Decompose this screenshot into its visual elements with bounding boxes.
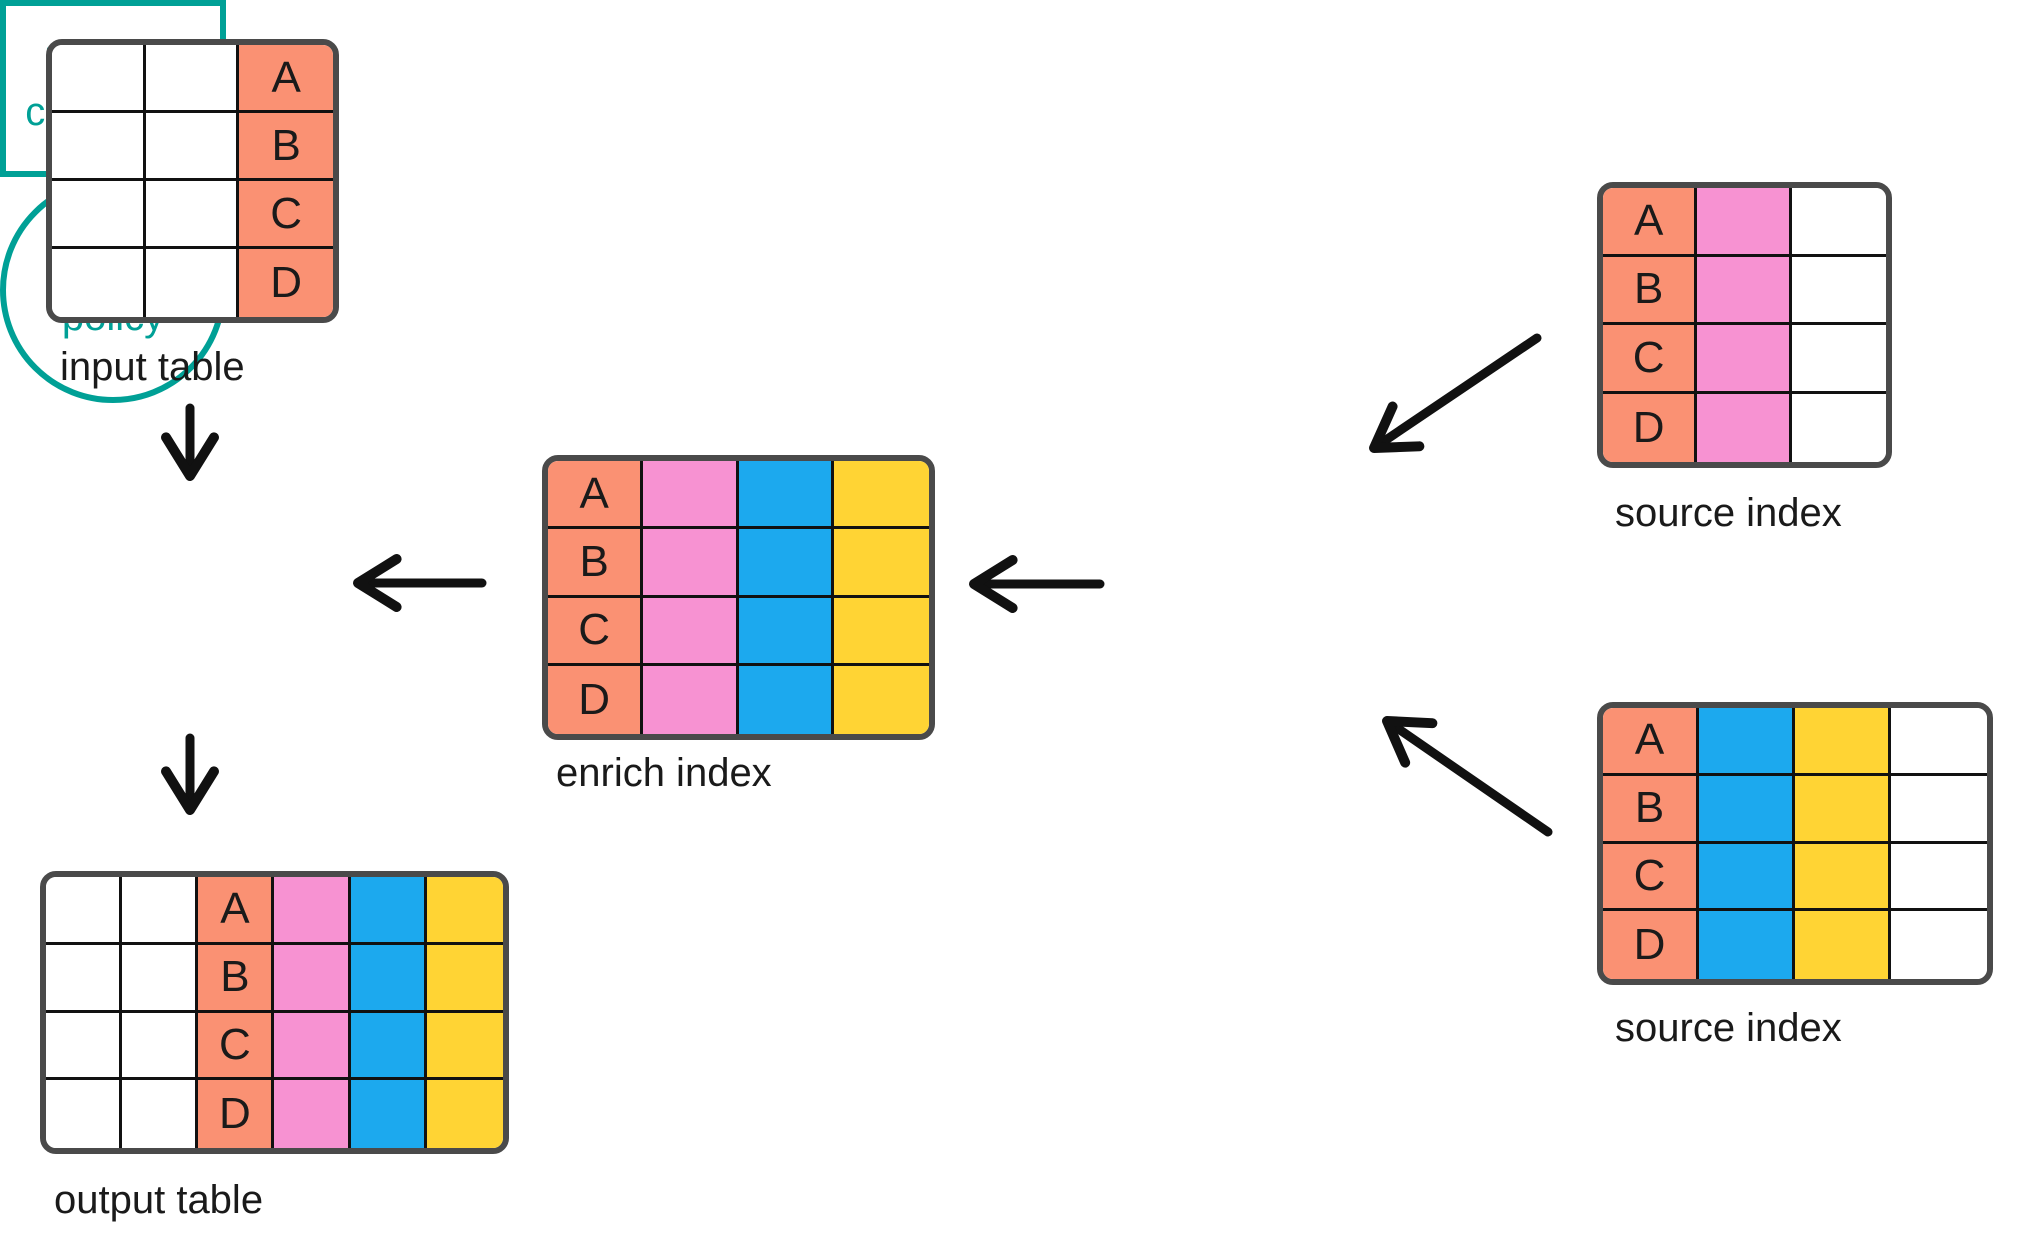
table-cell [46, 1080, 123, 1148]
table-cell: C [239, 181, 333, 249]
table-cell: B [1603, 775, 1699, 844]
table-cell: A [1603, 708, 1699, 776]
table-cell [833, 529, 929, 598]
table-cell: D [198, 1080, 275, 1148]
table-cell [46, 1012, 123, 1081]
source-index-top-label: source index [1615, 491, 1842, 535]
table-cell [1699, 911, 1795, 979]
arrow-source-top-to-policy [1369, 333, 1542, 453]
table-cell [1697, 393, 1792, 462]
table-cell: C [548, 597, 644, 666]
table-cell [274, 877, 351, 945]
table-cell: A [239, 45, 333, 113]
table-cell [145, 45, 240, 113]
table-cell [1697, 325, 1792, 394]
table-cell [52, 181, 146, 249]
table-cell: C [1603, 843, 1699, 912]
table-cell [52, 45, 146, 113]
table-cell [426, 877, 503, 945]
table-cell [1795, 911, 1891, 979]
table-cell: B [198, 944, 275, 1013]
table-cell [1891, 775, 1987, 844]
table-cell [738, 529, 834, 598]
table-cell [1791, 256, 1886, 325]
table-cell [145, 249, 240, 317]
source-index-bottom-label: source index [1615, 1006, 1842, 1050]
table-cell: C [198, 1012, 275, 1081]
table-cell: A [548, 461, 644, 530]
table-cell [643, 597, 739, 666]
table-cell: D [1603, 393, 1698, 462]
table-cell [46, 944, 123, 1013]
table-cell [738, 665, 834, 734]
table-cell [1795, 708, 1891, 776]
enrich-index-label: enrich index [556, 751, 772, 795]
output-table-label: output table [54, 1178, 264, 1222]
table-cell: B [1603, 256, 1698, 325]
table-cell [52, 113, 146, 181]
table-cell [274, 1012, 351, 1081]
table-cell: A [1603, 188, 1698, 257]
table-cell [122, 944, 199, 1013]
arrow-source-bottom-to-policy [1382, 716, 1553, 837]
table-cell [1791, 393, 1886, 462]
table-cell [643, 529, 739, 598]
table-cell [738, 461, 834, 530]
table-cell [738, 597, 834, 666]
table-cell [1891, 843, 1987, 912]
table-cell: A [198, 877, 275, 945]
table-cell: C [1603, 325, 1698, 394]
table-cell [1795, 775, 1891, 844]
table-cell [122, 1012, 199, 1081]
table-cell [122, 877, 199, 945]
table-cell [1697, 256, 1792, 325]
table-cell: D [548, 665, 644, 734]
table-cell [1699, 708, 1795, 776]
table-cell [833, 597, 929, 666]
table-cell [1791, 188, 1886, 257]
table-cell [274, 1080, 351, 1148]
table-cell [46, 877, 123, 945]
table-cell [1699, 775, 1795, 844]
table-cell [1697, 188, 1792, 257]
table-cell [643, 461, 739, 530]
table-cell [426, 1080, 503, 1148]
table-cell [426, 1012, 503, 1081]
table-cell [643, 665, 739, 734]
table-cell [350, 944, 427, 1013]
table-cell [833, 461, 929, 530]
table-cell [145, 113, 240, 181]
table-cell [833, 665, 929, 734]
table-cell [350, 877, 427, 945]
table-cell: B [239, 113, 333, 181]
table-cell [1891, 708, 1987, 776]
table-cell: B [548, 529, 644, 598]
input-table-label: input table [60, 345, 245, 389]
table-cell [1891, 911, 1987, 979]
table-cell [1699, 843, 1795, 912]
table-cell [122, 1080, 199, 1148]
table-cell [350, 1080, 427, 1148]
table-cell [274, 944, 351, 1013]
table-cell [52, 249, 146, 317]
table-cell: D [1603, 911, 1699, 979]
table-cell: D [239, 249, 333, 317]
table-cell [350, 1012, 427, 1081]
table-cell [145, 181, 240, 249]
table-cell [426, 944, 503, 1013]
table-cell [1791, 325, 1886, 394]
table-cell [1795, 843, 1891, 912]
